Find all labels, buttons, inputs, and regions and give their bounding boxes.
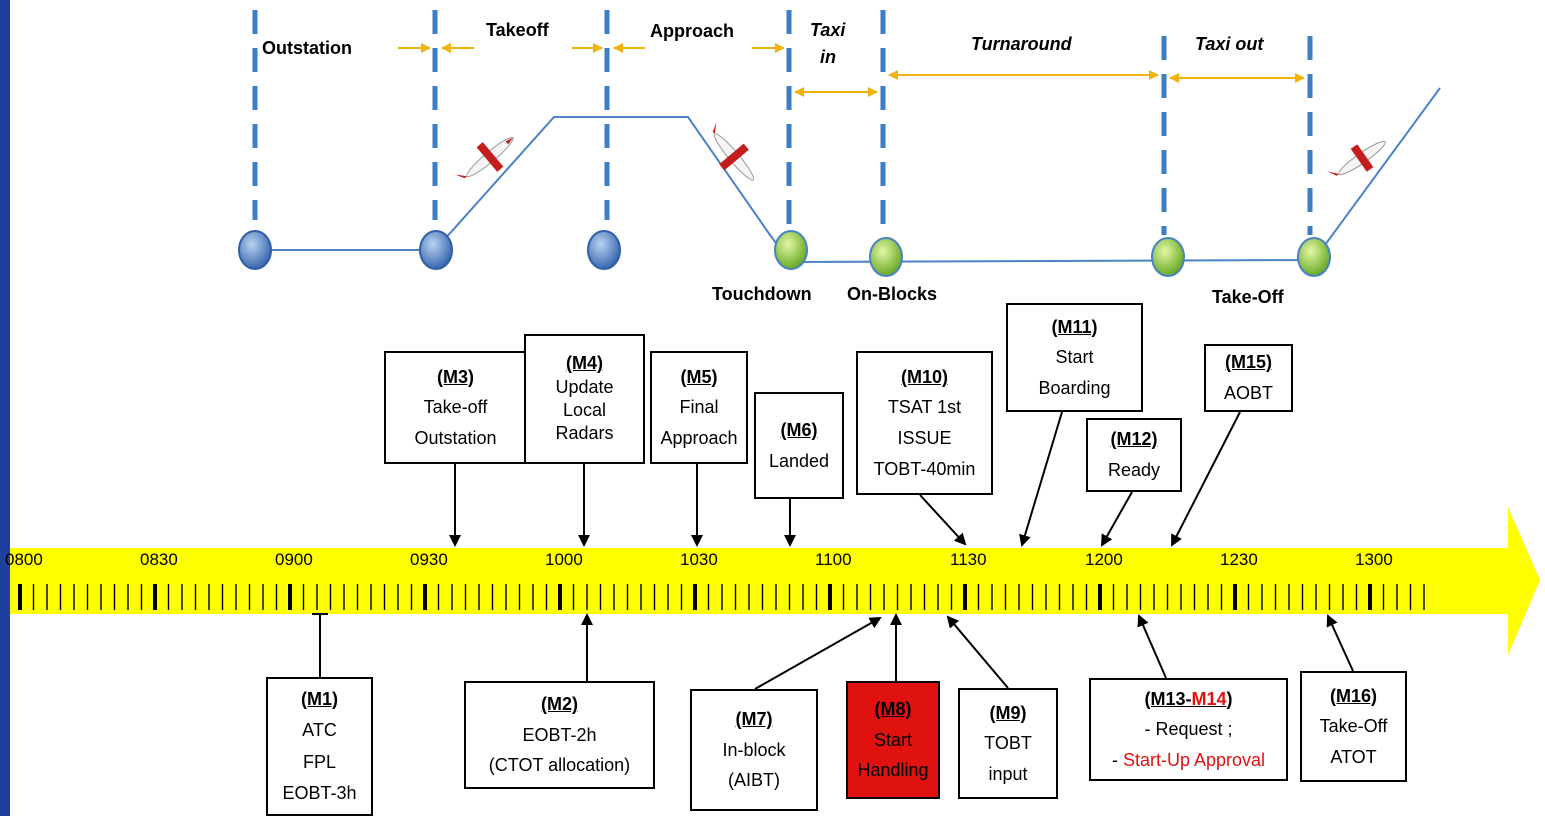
milestone-code: (M2) xyxy=(541,694,578,715)
milestone-m12: (M12) Ready xyxy=(1086,418,1182,492)
timeline-label: 1000 xyxy=(545,550,583,569)
node-green xyxy=(1151,237,1185,277)
m14-code: M14 xyxy=(1191,688,1227,709)
startup-approval-text: Start-Up Approval xyxy=(1122,749,1266,770)
phase-takeoff: Takeoff xyxy=(486,20,549,40)
phase-taxi-in: Taxi xyxy=(810,20,846,40)
m9-arrow xyxy=(946,615,1009,689)
flight-path xyxy=(255,87,1441,264)
milestone-code: (M5) xyxy=(680,366,718,387)
airplane-icon xyxy=(455,136,514,179)
timeline-label: 1200 xyxy=(1085,550,1123,569)
milestone-m6: (M6) Landed xyxy=(754,392,844,499)
milestone-m7: (M7) In-block (AIBT) xyxy=(690,689,818,811)
flight-nodes xyxy=(238,230,1331,277)
milestone-m4: (M4) Update Local Radars xyxy=(524,334,645,464)
milestone-m15: (M15) AOBT xyxy=(1204,344,1293,412)
milestone-m11: (M11) Start Boarding xyxy=(1006,303,1143,412)
milestone-code: (M10) xyxy=(900,366,948,387)
left-border-bar xyxy=(0,0,10,816)
milestone-code: (M11) xyxy=(1051,316,1098,337)
milestone-code: (M7) xyxy=(735,709,773,730)
timeline-label: 1100 xyxy=(815,550,852,569)
m7-arrow xyxy=(754,617,882,690)
event-onblocks: On-Blocks xyxy=(847,284,938,304)
phase-turnaround: Turnaround xyxy=(971,34,1072,54)
timeline-label: 1300 xyxy=(1355,550,1393,569)
phase-outstation: Outstation xyxy=(262,38,352,58)
milestone-m16: (M16) Take-Off ATOT xyxy=(1300,671,1407,782)
timeline-label: 0930 xyxy=(410,550,448,569)
milestone-code: (M4) xyxy=(566,353,603,374)
milestone-arrows xyxy=(312,411,1354,690)
milestone-m1: (M1) ATC FPL EOBT-3h xyxy=(266,677,373,816)
m16-arrow xyxy=(1326,614,1354,672)
phase-separators xyxy=(252,10,1313,235)
node-blue xyxy=(238,230,272,270)
timeline-label: 0830 xyxy=(140,550,178,569)
airplane-icon xyxy=(712,122,755,181)
milestone-m3: (M3) Take-off Outstation xyxy=(384,351,527,464)
milestone-code: (M15) xyxy=(1224,352,1272,373)
timeline-label: 0900 xyxy=(275,550,313,569)
milestone-code: (M1) xyxy=(301,688,338,709)
timeline-label: 1230 xyxy=(1220,550,1258,569)
node-blue xyxy=(419,230,453,270)
milestone-code: (M9) xyxy=(989,702,1027,723)
phase-approach: Approach xyxy=(650,21,735,41)
timeline-label: 1030 xyxy=(680,550,718,569)
m15-arrow xyxy=(1171,411,1241,547)
milestone-code: (M13-M14) xyxy=(1144,688,1233,709)
milestone-m2: (M2) EOBT-2h (CTOT allocation) xyxy=(464,681,655,789)
timeline-ticks xyxy=(18,584,1425,610)
node-green xyxy=(869,237,903,277)
node-green xyxy=(1297,237,1331,277)
milestone-m13-m14: (M13-M14) - Request ; - Start-Up Approva… xyxy=(1089,678,1288,781)
milestone-code: (M16) xyxy=(1329,685,1377,706)
event-takeoff: Take-Off xyxy=(1212,287,1284,307)
milestone-code: (M6) xyxy=(780,419,818,440)
node-blue xyxy=(587,230,621,270)
phase-taxi-out: Taxi out xyxy=(1195,34,1264,54)
m13-arrow xyxy=(1137,614,1167,679)
milestone-m8: (M8) Start Handling xyxy=(846,681,940,799)
timeline-arrow xyxy=(10,507,1540,655)
milestone-m9: (M9) TOBT input xyxy=(958,688,1058,799)
airplane-icon xyxy=(1327,140,1386,176)
event-touchdown: Touchdown xyxy=(712,284,812,304)
node-green xyxy=(774,230,808,270)
timeline-label: 0800 xyxy=(5,550,43,569)
milestone-m10: (M10) TSAT 1st ISSUE TOBT-40min xyxy=(856,351,993,495)
milestone-code: (M3) xyxy=(437,366,474,387)
phase-taxi-in-line2: in xyxy=(820,47,836,67)
milestone-code: (M8) xyxy=(874,699,912,720)
m10-arrow xyxy=(919,494,967,546)
milestone-code: (M12) xyxy=(1110,429,1158,450)
m12-arrow xyxy=(1101,491,1133,547)
phase-arrows xyxy=(398,43,1305,97)
m11-arrow xyxy=(1019,411,1063,547)
timeline-label: 1130 xyxy=(950,550,987,569)
milestone-m5: (M5) Final Approach xyxy=(650,351,748,464)
